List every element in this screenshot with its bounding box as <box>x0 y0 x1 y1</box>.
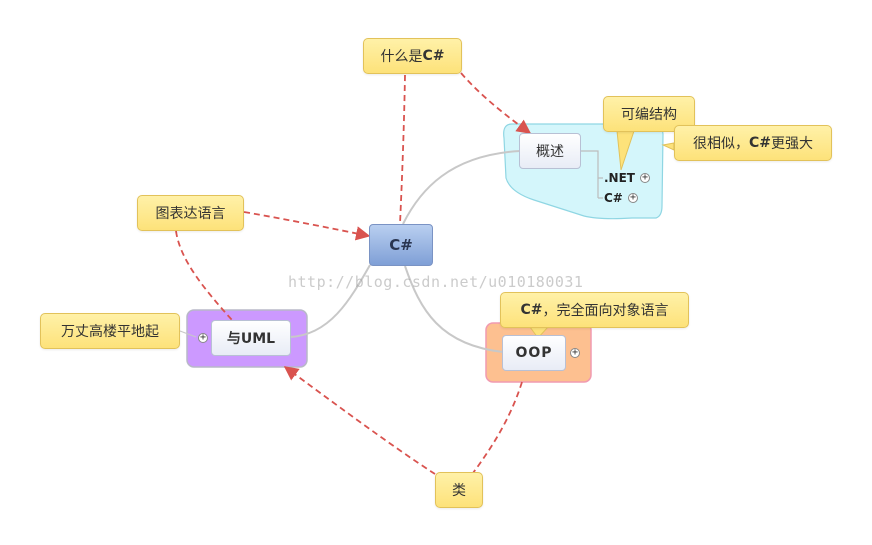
branch-line-uml <box>289 264 371 338</box>
subtopic-dotnet-label: .NET <box>604 171 635 185</box>
callout-chart-language[interactable]: 图表达语言 <box>137 195 244 231</box>
callout-similar-prefix: 很相似， <box>692 136 749 152</box>
expand-uml-icon[interactable]: + <box>198 332 208 343</box>
callout-tail-similar <box>661 142 675 151</box>
callout-what-is-bold: C# <box>422 48 445 64</box>
central-topic-label: C# <box>389 236 413 254</box>
topic-oop[interactable]: OOP <box>502 335 566 371</box>
callout-compiled-structure[interactable]: 可编结构 <box>603 96 695 132</box>
relation-oop-to-class <box>472 381 523 474</box>
relation-class-to-uml <box>283 366 436 475</box>
central-topic[interactable]: C# <box>369 224 433 266</box>
callout-class-label: 类 <box>452 483 466 499</box>
callout-similar-suffix: 更强大 <box>771 136 813 152</box>
topic-uml[interactable]: 与UML <box>211 320 291 356</box>
callout-similar[interactable]: 很相似，C#更强大 <box>674 125 832 161</box>
callout-compiled-structure-label: 可编结构 <box>621 107 677 123</box>
expand-csharp-icon[interactable]: + <box>628 192 638 203</box>
callout-chart-language-label: 图表达语言 <box>155 206 226 222</box>
connector-tall-buildings <box>179 330 197 338</box>
branch-line-overview <box>402 150 521 225</box>
expand-oop-icon[interactable]: + <box>570 347 580 358</box>
callout-what-is-prefix: 什么是 <box>380 49 423 65</box>
watermark-url: http://blog.csdn.net/u010180031 <box>288 273 584 291</box>
branch-line-subtopics <box>580 150 603 199</box>
expand-dotnet-icon[interactable]: + <box>640 172 650 183</box>
relation-chart-to-uml <box>175 230 233 321</box>
topic-overview[interactable]: 概述 <box>519 133 581 169</box>
subtopic-dotnet[interactable]: .NET <box>604 170 644 186</box>
relation-what-is-to-central <box>399 74 406 225</box>
callout-tall-buildings[interactable]: 万丈高楼平地起 <box>40 313 180 349</box>
topic-overview-label: 概述 <box>536 144 564 160</box>
relation-chart-to-central <box>243 211 371 241</box>
callout-oop-note-suffix: ，完全面向对象语言 <box>542 303 669 319</box>
callout-class[interactable]: 类 <box>435 472 483 508</box>
callout-similar-bold: C# <box>748 135 771 151</box>
branch-line-oop <box>404 265 504 353</box>
topic-uml-label: 与UML <box>226 331 276 347</box>
callout-oop-note-bold: C# <box>520 302 543 318</box>
topic-oop-label: OOP <box>515 345 553 361</box>
relation-what-is-to-overview <box>460 72 532 134</box>
subtopic-csharp-label: C# <box>604 191 623 205</box>
subtopic-csharp[interactable]: C# <box>604 190 630 206</box>
callout-oop-note[interactable]: C#，完全面向对象语言 <box>500 292 689 328</box>
callout-tall-buildings-label: 万丈高楼平地起 <box>61 324 159 340</box>
